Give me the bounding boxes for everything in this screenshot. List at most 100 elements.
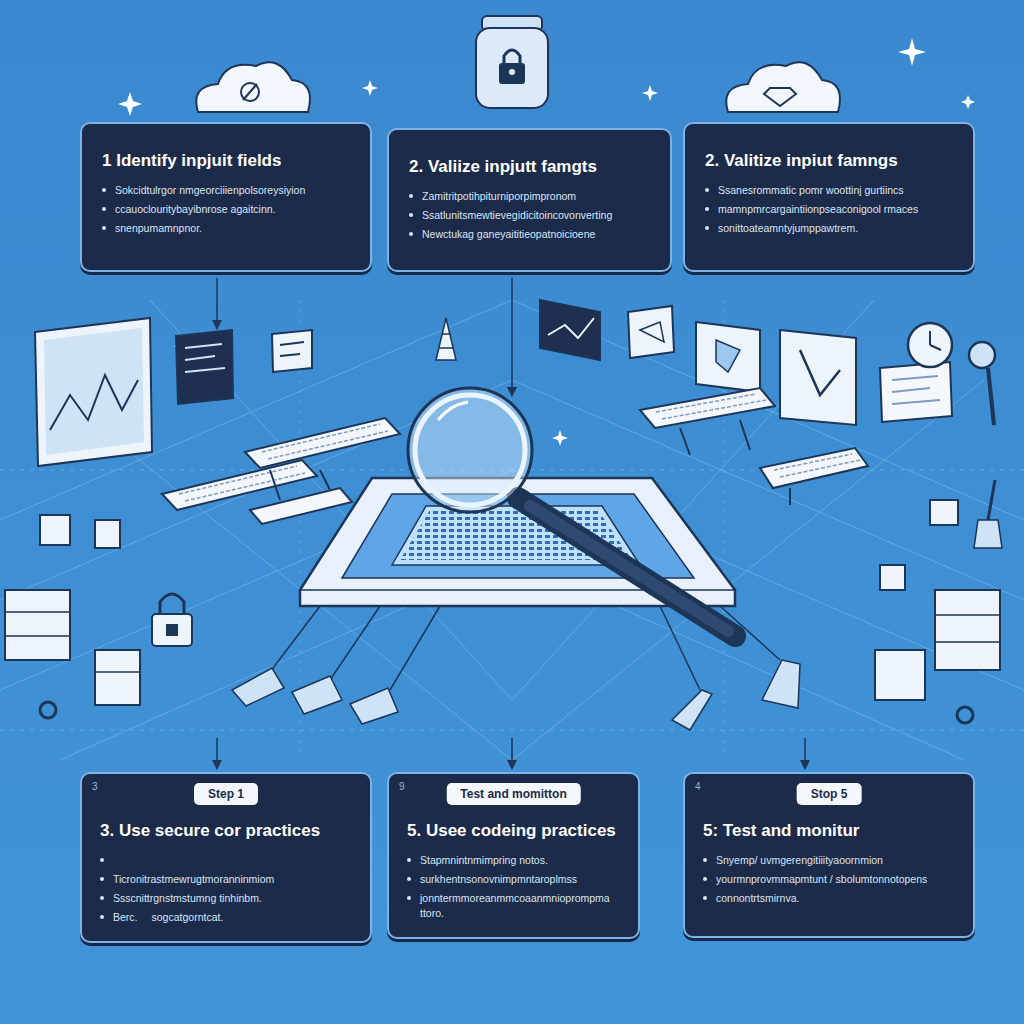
pointer-arrow bbox=[217, 278, 805, 768]
monitor-icon bbox=[800, 350, 840, 395]
bullet-row: Sokcidtulrgor nmgeorciiienpolsoreysiyion bbox=[102, 183, 354, 198]
leader-line bbox=[330, 606, 380, 680]
monitor-icon bbox=[892, 376, 940, 404]
bullet-row: Zamitritpotihpiturniporpimpronom bbox=[409, 189, 654, 204]
bullet-dot bbox=[102, 188, 106, 192]
clock-icon bbox=[930, 331, 941, 350]
bullet-dot bbox=[100, 877, 104, 881]
bullet-text: Stapmnintnmimpring notos. bbox=[420, 853, 548, 868]
bullet-text: yourmnprovmmapmtunt / sbolumtonnotopens bbox=[716, 872, 927, 887]
padlock-icon bbox=[160, 594, 184, 615]
sparkle bbox=[118, 92, 142, 116]
bullet-text: mamnpmrcargaintiionpseaconigool rmaces bbox=[718, 202, 918, 217]
bullet-row: ccauoclouritybayibnrose agaitcinn. bbox=[102, 202, 354, 217]
bullet-dot bbox=[407, 877, 411, 881]
keyboard-icon bbox=[760, 448, 868, 488]
lock-jar bbox=[504, 50, 520, 64]
bullet-row: connontrtsmirnva. bbox=[703, 891, 959, 906]
crate-stack bbox=[5, 500, 1000, 723]
grid-lines bbox=[0, 470, 1024, 690]
bullet-dot bbox=[407, 896, 411, 900]
step-heading: 5. Usee codeing practices bbox=[407, 820, 624, 841]
padlock-icon bbox=[152, 594, 192, 646]
cone-icon bbox=[439, 334, 453, 348]
step-tab: Stop 5 bbox=[797, 783, 862, 805]
sparkle bbox=[362, 80, 378, 96]
keyboard-icon bbox=[262, 424, 388, 459]
broom-icon bbox=[232, 668, 284, 706]
bullet-dot bbox=[100, 858, 104, 862]
lock-jar bbox=[476, 28, 548, 108]
keyboard-icon bbox=[656, 394, 766, 419]
monitor-icon bbox=[880, 362, 952, 422]
monitor-icon bbox=[640, 322, 664, 342]
crate-stack bbox=[95, 650, 140, 705]
cloud-icon bbox=[241, 83, 259, 101]
cone-icon bbox=[436, 318, 456, 360]
step-card: 1 Identify inpjuit fieldsSokcidtulrgor n… bbox=[80, 122, 372, 272]
bullet-text: jonntermmoreanmmcoaanmnioprompmattoro. bbox=[420, 891, 610, 920]
bullet-text: Zamitritpotihpiturniporpimpronom bbox=[422, 189, 576, 204]
monitor-icon bbox=[280, 342, 304, 356]
bullet-row: Ssscnittrgnstmstumng tinhinbm. bbox=[100, 891, 356, 906]
clock-icon bbox=[969, 342, 995, 368]
bullet-row: mamnpmrcargaintiionpseaconigool rmaces bbox=[705, 202, 957, 217]
bullet-dot bbox=[409, 194, 413, 198]
padlock-icon bbox=[166, 624, 178, 636]
bullet-row: Ssatlunitsmewtievegidicitoincovonverting bbox=[409, 208, 654, 223]
step-tab: Step 1 bbox=[194, 783, 258, 805]
crate-stack bbox=[875, 650, 925, 700]
bullet-text: snenpumamnpnor. bbox=[115, 221, 202, 236]
pointer-arrow bbox=[216, 738, 218, 768]
monitor-icon bbox=[628, 306, 674, 358]
magnifier-icon bbox=[530, 506, 728, 631]
monitor-icon bbox=[540, 300, 600, 360]
callout-number: 3 bbox=[92, 781, 98, 792]
crate-stack bbox=[95, 520, 120, 548]
bullet-dot bbox=[705, 226, 709, 230]
crate-stack bbox=[40, 515, 70, 545]
sparkle bbox=[642, 85, 658, 101]
bullet-text: Ssanesrommatic pomr woottinj gurtiincs bbox=[718, 183, 904, 198]
bullet-text: Ssatlunitsmewtievegidicitoincovonverting bbox=[422, 208, 612, 223]
crate-stack bbox=[5, 612, 70, 636]
grid-lines bbox=[40, 380, 984, 760]
step-card: 2. Valiize inpjutt famgtsZamitritpotihpi… bbox=[387, 128, 672, 272]
cloud-icon bbox=[726, 62, 840, 112]
bullet-text: sonittoateamntyjumppawtrem. bbox=[718, 221, 858, 236]
broom-icon bbox=[350, 688, 398, 724]
step-heading: 3. Use secure cor practices bbox=[100, 820, 356, 841]
lock-jar bbox=[499, 63, 525, 84]
magnifier-icon bbox=[415, 395, 525, 505]
bullet-text: Ssscnittrgnstmstumng tinhinbm. bbox=[113, 891, 262, 906]
bullet-dot bbox=[703, 896, 707, 900]
broom-icon bbox=[292, 676, 342, 714]
bullet-row: surkhentnsonovnimpmntaroplmss bbox=[407, 872, 624, 887]
cloud-icon bbox=[764, 88, 796, 106]
step-heading: 2. Valiize inpjutt famgts bbox=[409, 156, 654, 177]
monitor-icon bbox=[185, 344, 225, 372]
bullet-text: Ticronitrastmewrugtmoranninmiom bbox=[113, 872, 274, 887]
broom-icon bbox=[974, 520, 1002, 548]
crate-stack bbox=[5, 590, 70, 660]
keyboard-icon bbox=[640, 388, 775, 428]
bullet-dot bbox=[100, 896, 104, 900]
monitor-icon bbox=[44, 328, 144, 455]
broom-icon bbox=[672, 690, 712, 730]
magnifier-icon bbox=[438, 402, 468, 420]
crate-stack bbox=[935, 590, 1000, 670]
bullet-dot bbox=[705, 188, 709, 192]
bullet-dot bbox=[703, 877, 707, 881]
leader-line bbox=[270, 606, 320, 672]
magnifier-icon bbox=[408, 388, 532, 512]
crate-stack bbox=[95, 671, 140, 673]
bullet-row bbox=[100, 853, 356, 868]
sparkle bbox=[961, 95, 975, 109]
cloud-icon bbox=[726, 62, 840, 112]
step-heading: 2. Valitize inpiut famngs bbox=[705, 150, 957, 171]
monitor-icon bbox=[548, 318, 594, 338]
broom-icon bbox=[988, 480, 995, 520]
cloud-icon bbox=[196, 62, 310, 112]
cloud-icon bbox=[196, 62, 310, 112]
keyboard-icon bbox=[250, 488, 352, 524]
